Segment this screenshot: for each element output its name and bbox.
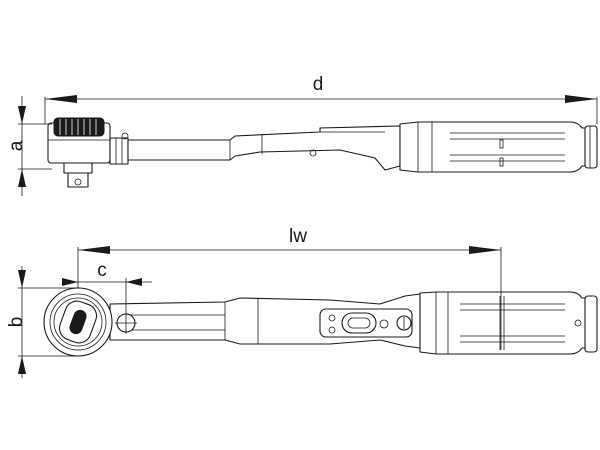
scale-window	[341, 312, 377, 334]
dimension-label-b: b	[6, 317, 27, 328]
top-end-cap	[584, 295, 598, 353]
wrench-top-view	[43, 287, 598, 357]
dimension-b: b	[6, 266, 80, 378]
dimension-a: a	[6, 96, 52, 196]
dimension-lw: lw	[77, 226, 502, 350]
dimension-label-a: a	[6, 140, 27, 151]
handle-end-cap	[584, 125, 598, 169]
head-neck	[109, 137, 129, 165]
square-drive-tip	[67, 172, 89, 188]
dimension-d: d	[44, 74, 598, 124]
dimension-label-c: c	[97, 260, 107, 281]
ratchet-knurl	[53, 117, 105, 137]
dimension-c: c	[62, 260, 152, 312]
top-handle	[419, 291, 591, 355]
wrench-handle	[399, 121, 591, 173]
wrench-side-view	[47, 117, 598, 188]
square-drive	[63, 162, 93, 174]
wrench-shaft	[127, 125, 401, 171]
dimension-label-d: d	[313, 74, 324, 95]
dimension-label-lw: lw	[289, 226, 307, 247]
